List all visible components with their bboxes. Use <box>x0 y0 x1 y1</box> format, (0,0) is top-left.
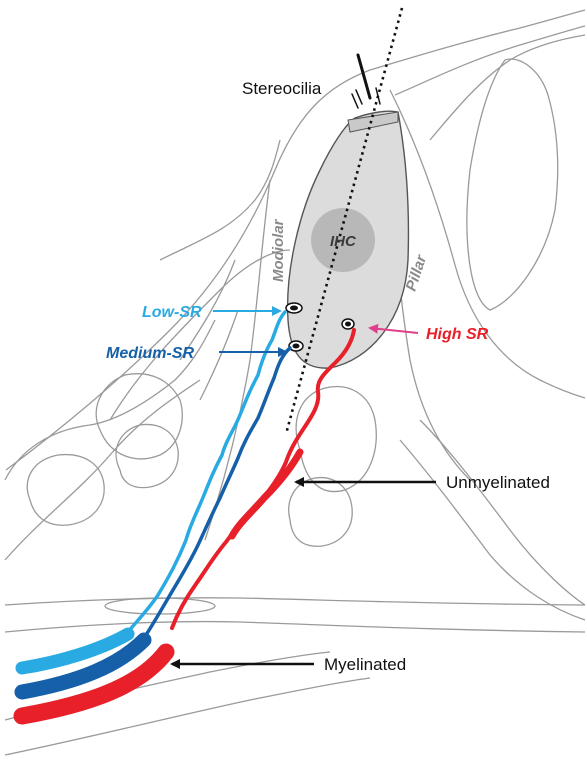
ihc-label: IHC <box>330 233 357 250</box>
unmyelinated-label: Unmyelinated <box>446 473 550 492</box>
tissue-outlines <box>5 10 585 755</box>
myelinated-label: Myelinated <box>324 655 406 674</box>
medium-sr-label: Medium-SR <box>106 345 194 362</box>
supporting-cell-outline-1 <box>110 250 290 420</box>
basilar-right-lower <box>400 440 585 620</box>
supporting-cell-outline-2 <box>5 380 200 560</box>
annotation-arrows <box>172 311 436 664</box>
stereocilia-bundle <box>352 55 380 108</box>
right-supporting-cell <box>296 387 376 492</box>
tunnel-outline <box>467 59 558 310</box>
stereocilia-label: Stereocilia <box>242 79 322 98</box>
cell-column-2 <box>200 310 238 400</box>
sulcus-cell-big <box>5 320 215 480</box>
high-sr-fiber-unmyelinated <box>172 330 354 628</box>
low-sr-label: Low-SR <box>142 304 202 321</box>
high-sr-label: High SR <box>426 326 489 343</box>
basilar-lower <box>5 622 585 632</box>
high-sr-fiber-thick <box>232 452 300 536</box>
modiolar-label: Modiolar <box>270 218 287 282</box>
upper-right-tissue <box>395 26 585 95</box>
sulcus-cell-3 <box>27 455 104 526</box>
pillar-cell-inner <box>430 35 585 140</box>
modiolar-line <box>205 180 270 540</box>
basilar-upper <box>5 598 585 605</box>
